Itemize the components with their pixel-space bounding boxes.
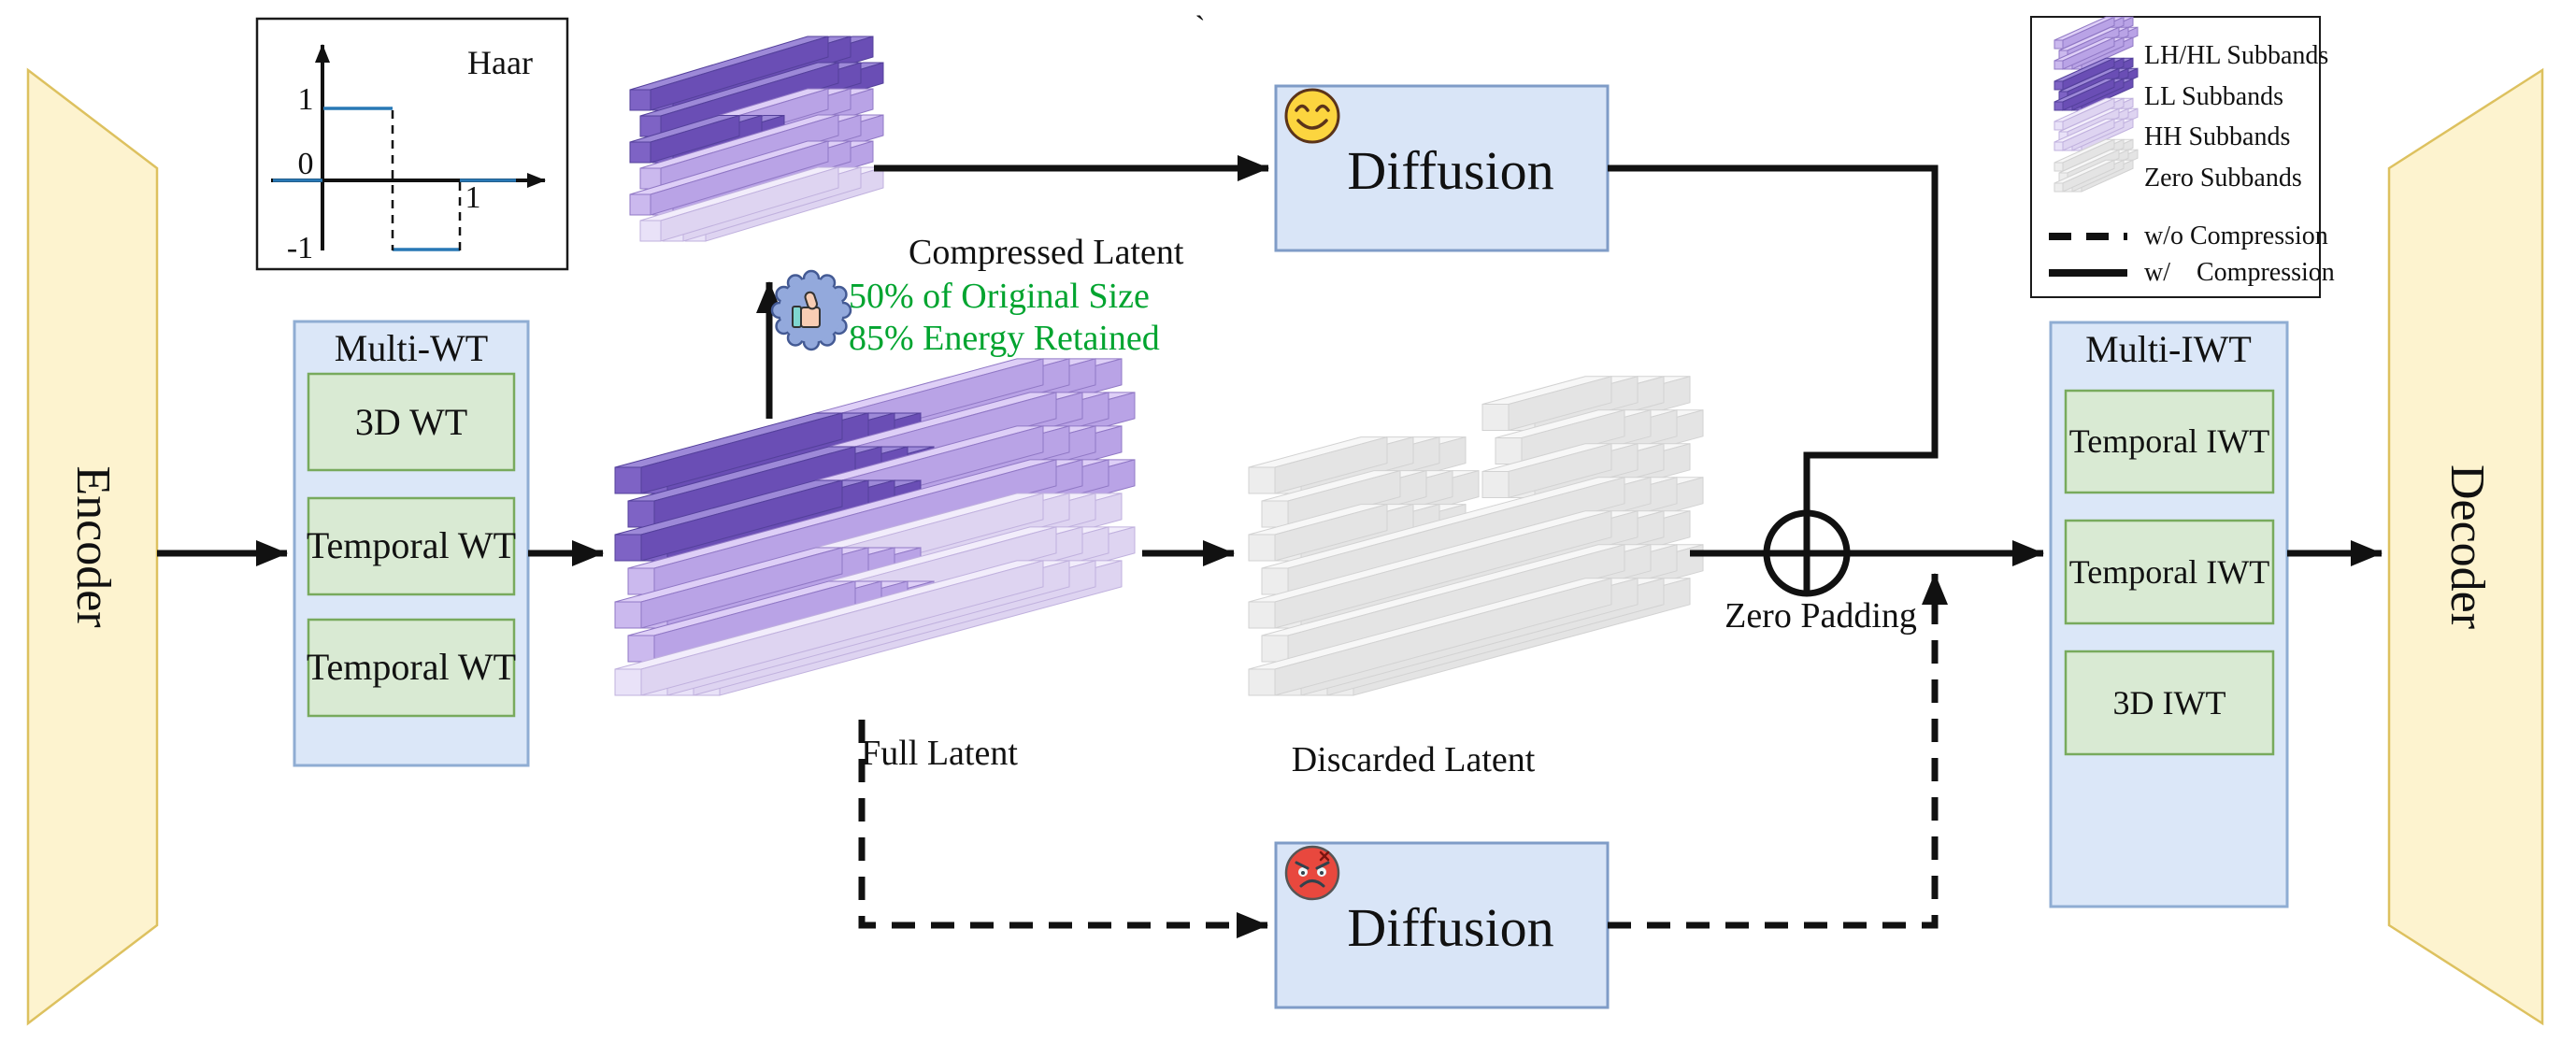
thumbs-up-icon <box>770 269 852 351</box>
multi-wt-block-3dwt: 3D WT <box>354 401 468 443</box>
compressed-latent-label: Compressed Latent <box>909 233 1184 272</box>
encoder-shape <box>26 67 159 1026</box>
angry-face-icon <box>1284 845 1340 901</box>
legend-item-zero: Zero Subbands <box>2144 164 2302 193</box>
diffusion-bottom-label: Diffusion <box>1347 897 1554 958</box>
legend-swatch-light <box>2054 16 2139 70</box>
zero-padding-node <box>1763 509 1851 597</box>
haar-title: Haar <box>467 44 533 81</box>
full-latent-block <box>614 358 1136 696</box>
decoder-shape <box>2387 67 2544 1026</box>
zero-padding-label: Zero Padding <box>1724 596 1917 636</box>
smiley-face-icon <box>1284 88 1340 144</box>
energy-annotation: 85% Energy Retained <box>849 319 1160 358</box>
haar-plot <box>255 17 569 271</box>
stray-mark: ` <box>1195 10 1206 45</box>
diffusion-top-label: Diffusion <box>1347 140 1554 201</box>
haar-xtick-one: 1 <box>465 180 481 215</box>
encoder-label: Encoder <box>66 465 120 628</box>
legend-item-w-compression: w/ Compression <box>2144 258 2335 287</box>
haar-ytick-one: 1 <box>297 82 314 117</box>
compressed-latent-block <box>629 36 884 242</box>
discarded-latent-block <box>1248 376 1704 696</box>
legend-swatch-pale <box>2054 97 2139 151</box>
legend-item-lhhl: LH/HL Subbands <box>2144 41 2329 70</box>
multi-iwt-block-temporal-1: Temporal IWT <box>2068 422 2270 460</box>
haar-ytick-neg-one: -1 <box>286 231 314 265</box>
discarded-latent-label: Discarded Latent <box>1291 740 1536 779</box>
multi-wt-block-temporal-2: Temporal WT <box>306 646 517 688</box>
legend-swatch-ll <box>2054 57 2139 111</box>
decoder-label: Decoder <box>2440 464 2494 630</box>
multi-iwt-title: Multi-IWT <box>2085 328 2252 370</box>
full-latent-label: Full Latent <box>861 734 1018 773</box>
legend-item-hh: HH Subbands <box>2144 122 2291 151</box>
multi-iwt-block-3diwt: 3D IWT <box>2112 684 2226 722</box>
size-annotation: 50% of Original Size <box>849 277 1150 316</box>
haar-ytick-zero: 0 <box>297 147 314 181</box>
multi-iwt-block-temporal-2: Temporal IWT <box>2068 553 2270 591</box>
multi-wt-title: Multi-WT <box>334 327 489 369</box>
flow-lines <box>157 155 2383 938</box>
multi-wt-block-temporal-1: Temporal WT <box>306 524 517 566</box>
legend-item-wo-compression: w/o Compression <box>2144 221 2328 250</box>
legend-item-ll: LL Subbands <box>2144 82 2284 111</box>
legend-swatch-zero <box>2054 138 2139 193</box>
